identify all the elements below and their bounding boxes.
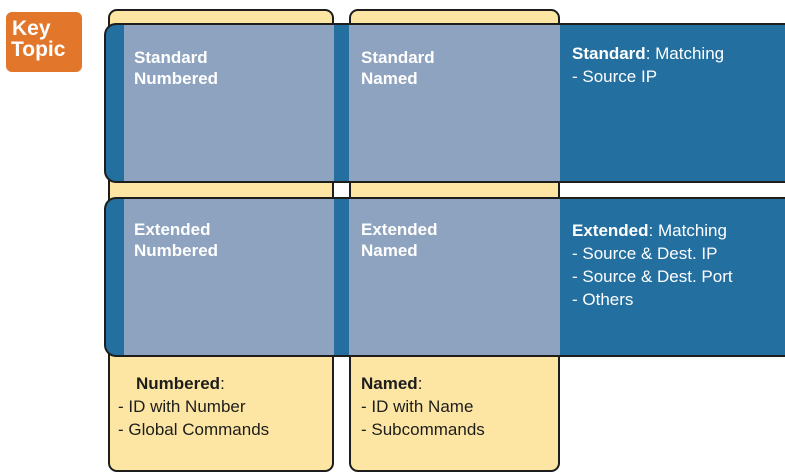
numbered-desc-head-bold: Numbered <box>136 374 221 393</box>
numbered-desc-item: - ID with Number <box>118 397 246 416</box>
numbered-desc-item: - Global Commands <box>118 420 270 439</box>
extended-numbered-line1: Extended <box>134 220 211 239</box>
standard-numbered-cell: Standard Numbered <box>124 25 334 181</box>
standard-desc-item: - Source IP <box>572 67 658 86</box>
standard-named-line1: Standard <box>361 48 435 67</box>
standard-description: Standard: Matching - Source IP <box>572 42 782 88</box>
standard-desc-head-suffix: : Matching <box>645 44 725 63</box>
standard-desc-head-bold: Standard <box>572 44 646 63</box>
named-description: Named: - ID with Name - Subcommands <box>361 372 557 441</box>
numbered-description: Numbered: - ID with Number - Global Comm… <box>118 372 332 441</box>
extended-description: Extended: Matching - Source & Dest. IP -… <box>572 219 784 311</box>
extended-named-line2: Named <box>361 241 418 260</box>
standard-numbered-label: Standard Numbered <box>134 47 218 89</box>
key-topic-line2: Topic <box>11 38 66 61</box>
standard-named-cell: Standard Named <box>349 25 560 181</box>
standard-desc-heading: Standard: Matching <box>572 44 724 63</box>
standard-numbered-line1: Standard <box>134 48 208 67</box>
named-desc-head-bold: Named <box>361 374 418 393</box>
extended-desc-head-suffix: : Matching <box>648 221 727 240</box>
extended-named-line1: Extended <box>361 220 438 239</box>
named-desc-item: - ID with Name <box>361 397 474 416</box>
extended-desc-heading: Extended: Matching <box>572 221 727 240</box>
key-topic-badge: Key Topic <box>6 12 82 72</box>
extended-desc-item: - Source & Dest. Port <box>572 267 733 286</box>
named-desc-item: - Subcommands <box>361 420 485 439</box>
numbered-desc-head-suffix: : <box>220 374 225 393</box>
standard-named-label: Standard Named <box>361 47 435 89</box>
extended-named-cell: Extended Named <box>349 199 560 355</box>
extended-named-label: Extended Named <box>361 219 438 261</box>
extended-desc-item: - Source & Dest. IP <box>572 244 718 263</box>
named-desc-heading: Named: <box>361 374 422 393</box>
numbered-desc-heading: Numbered: <box>118 374 225 393</box>
named-desc-head-suffix: : <box>417 374 423 393</box>
standard-numbered-line2: Numbered <box>134 69 219 88</box>
extended-numbered-label: Extended Numbered <box>134 219 218 261</box>
extended-desc-item: - Others <box>572 290 634 309</box>
standard-named-line2: Named <box>361 69 418 88</box>
extended-numbered-line2: Numbered <box>134 241 219 260</box>
extended-numbered-cell: Extended Numbered <box>124 199 334 355</box>
key-topic-line1: Key <box>12 17 51 40</box>
extended-desc-head-bold: Extended <box>572 221 649 240</box>
